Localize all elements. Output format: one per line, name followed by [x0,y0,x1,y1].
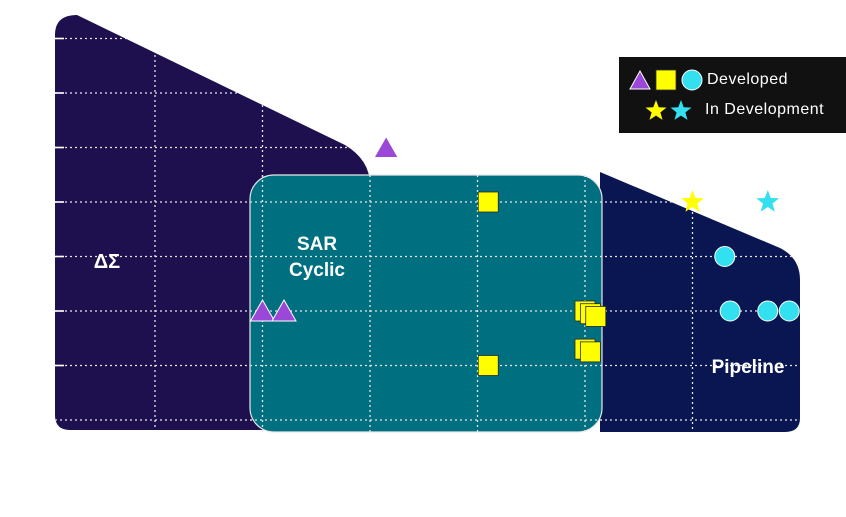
region-pipeline [600,172,800,432]
legend-label-developed: Developed [707,71,788,88]
data-point-triangle [249,298,276,322]
data-point-circle [719,300,741,322]
data-point-circle [757,300,779,322]
legend-row-developed: Developed [629,68,788,92]
data-point-triangle [373,135,399,158]
region-label-pipeline: Pipeline [712,357,785,378]
legend-star-marker-cyan [670,100,692,120]
legend-circle-marker [681,69,703,91]
series-square-developed [477,191,607,376]
data-point-circle [778,300,800,322]
legend-markers-developed [629,69,703,91]
legend-triangle-marker [629,69,651,90]
data-point-star [756,190,780,212]
data-point-square [477,191,499,213]
series-circle-developed [714,246,800,322]
legend-row-in-development: In Development [643,98,824,122]
legend-markers-in-development [645,100,692,120]
series-star-in-development [756,190,780,212]
data-point-square [477,355,499,376]
chart-marks [249,135,800,376]
data-point-circle [714,246,736,267]
y-axis-ticks [55,37,64,367]
data-point-square [585,306,607,327]
data-point-square [579,341,601,363]
legend-label-in-development: In Development [705,101,825,118]
region-label-delta-sigma: ΔΣ [94,251,120,273]
series-star-in-development [681,190,704,212]
legend-star-marker-yellow [645,100,667,120]
data-point-star [681,190,704,212]
data-point-triangle [271,298,297,322]
legend-square-marker [655,69,677,91]
grid-sar-cyclic [250,175,602,432]
legend: Developed In Development [619,57,846,133]
region-sar-cyclic [249,174,603,433]
series-triangle-developed [249,135,399,322]
